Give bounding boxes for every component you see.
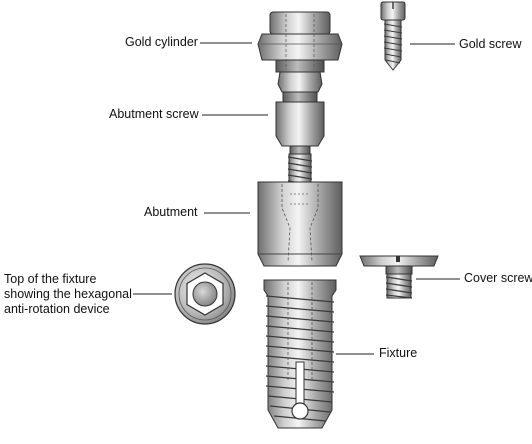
- label-cover-screw: Cover screw: [464, 271, 532, 285]
- fixture-top-hex-part: [174, 263, 236, 325]
- leader-lines: [133, 42, 460, 355]
- fixture-part: [263, 279, 337, 429]
- label-gold-cylinder: Gold cylinder: [125, 35, 198, 49]
- abutment-part: [257, 181, 343, 267]
- label-fixture: Fixture: [379, 346, 418, 360]
- label-gold-screw: Gold screw: [459, 37, 522, 51]
- gold-cylinder-part: [257, 11, 343, 73]
- label-abutment: Abutment: [144, 205, 198, 219]
- gold-screw-part: [380, 1, 406, 71]
- label-abutment-screw: Abutment screw: [109, 107, 199, 121]
- label-fixture-top: Top of the fixture showing the hexagonal…: [4, 272, 132, 316]
- abutment-screw-part: [275, 71, 325, 187]
- cover-screw-part: [359, 255, 439, 299]
